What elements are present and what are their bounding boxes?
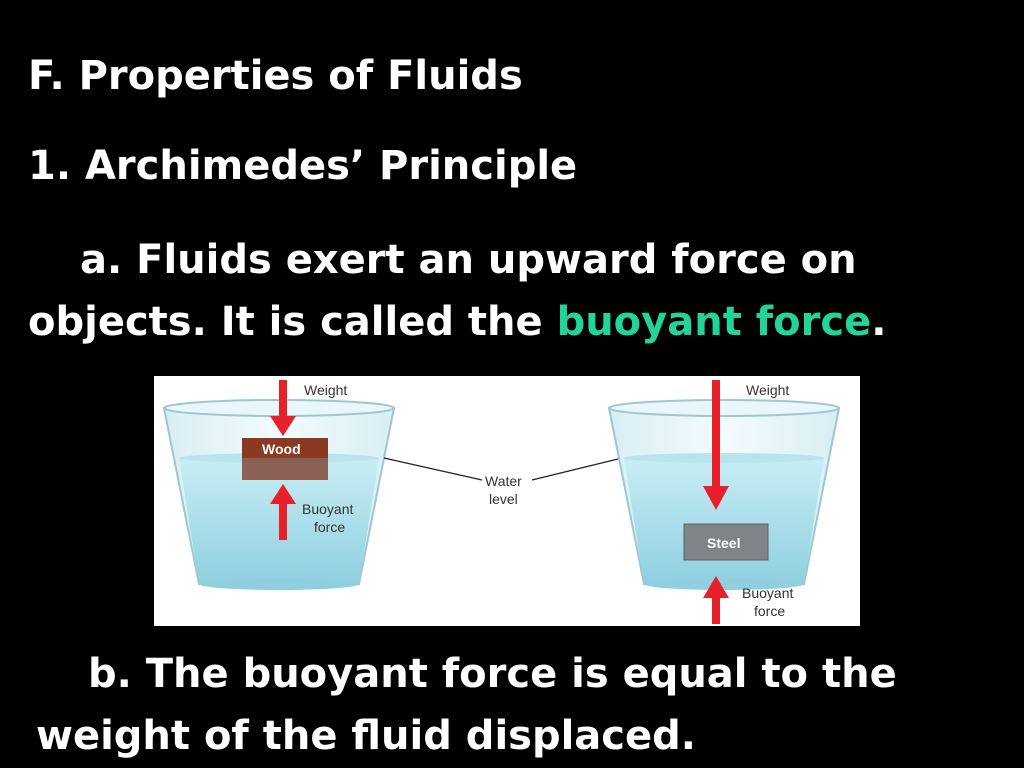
steel-label: Steel <box>707 535 740 551</box>
wood-label: Wood <box>262 441 301 457</box>
left-buoyant-label-1: Buoyant <box>302 501 353 517</box>
right-weight-label: Weight <box>746 382 789 398</box>
right-buoyant-label-1: Buoyant <box>742 585 793 601</box>
right-weight-arrow <box>703 380 729 510</box>
slide-subheading: 1. Archimedes’ Principle <box>28 143 578 189</box>
point-b-line-2: weight of the fluid displaced. <box>36 713 696 759</box>
steel-block: Steel <box>683 523 769 561</box>
left-weight-arrow <box>270 380 296 436</box>
left-buoyant-arrow <box>270 484 296 540</box>
buoyancy-figure: Wood Weight Buoyant force Water level <box>154 376 860 626</box>
water-level-pointer-right <box>531 457 623 481</box>
water-level-label-2: level <box>489 491 518 507</box>
slide-heading: F. Properties of Fluids <box>28 53 523 99</box>
left-weight-label: Weight <box>304 382 347 398</box>
right-beaker <box>607 399 841 590</box>
point-a-text: objects. It is called the <box>28 299 557 345</box>
wood-block: Wood <box>242 438 328 480</box>
left-buoyant-label-2: force <box>314 519 345 535</box>
point-a-line-2: objects. It is called the buoyant force. <box>28 302 886 342</box>
point-a-line-1: a. Fluids exert an upward force on <box>80 237 857 283</box>
water-level-pointer-left <box>383 457 483 481</box>
right-water <box>624 458 824 584</box>
point-b-line-1: b. The buoyant force is equal to the <box>88 651 897 697</box>
buoyant-force-term: buoyant force <box>556 299 872 345</box>
water-level-label-1: Water <box>485 473 522 489</box>
right-buoyant-arrow <box>703 576 729 624</box>
point-a-period: . <box>871 299 887 345</box>
right-buoyant-label-2: force <box>754 603 785 619</box>
buoyancy-diagram: Wood Weight Buoyant force Water level <box>162 380 841 624</box>
